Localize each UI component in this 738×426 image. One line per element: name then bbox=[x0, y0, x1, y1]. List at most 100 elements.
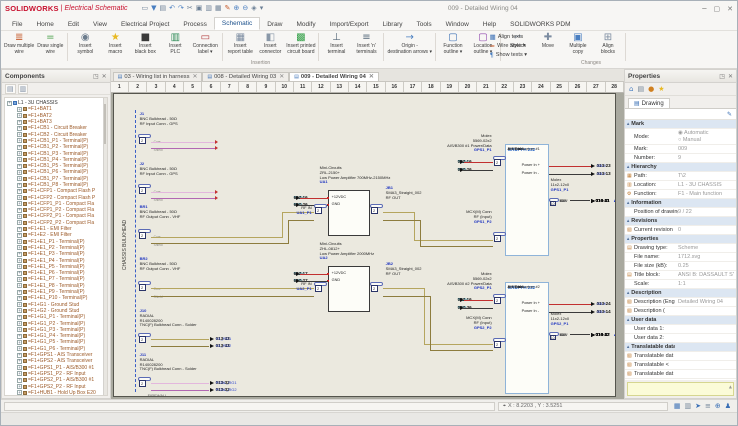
rf-shield-wire[interactable] bbox=[287, 220, 314, 221]
tree-expand-icon[interactable] bbox=[17, 302, 22, 308]
ribbon-button[interactable]: = Draw single wire bbox=[35, 32, 65, 55]
qat-icon[interactable]: ▭ bbox=[141, 4, 149, 12]
component-tree-item[interactable]: =F1+E1_P8 - Terminal(P) bbox=[17, 283, 107, 289]
tree-expand-icon[interactable] bbox=[17, 138, 22, 144]
ribbon-button[interactable]: ▢ Function outline ▾ bbox=[438, 32, 468, 55]
status-toggle-icon[interactable]: ≡ bbox=[704, 402, 711, 410]
component-tree-item[interactable]: =F1+CFP1_P1 - Compact Fla bbox=[17, 201, 107, 207]
component-tree-item[interactable]: =F1+G2 - Ground Stud bbox=[17, 308, 107, 314]
property-row[interactable]: ▦ Path: T\2 bbox=[625, 172, 736, 181]
destination-arrow-icon[interactable] bbox=[209, 344, 214, 348]
tnc-connector-j10[interactable]: 1 2 bbox=[137, 333, 151, 343]
property-row[interactable]: Information bbox=[625, 199, 736, 208]
ribbon-button[interactable]: ✚ Move bbox=[533, 32, 563, 50]
qat-icon[interactable]: ✎ bbox=[224, 4, 231, 12]
menu-tab[interactable]: Home bbox=[36, 21, 54, 28]
rf-shield-wire[interactable] bbox=[382, 296, 430, 297]
property-row[interactable]: Number: 9 bbox=[625, 154, 736, 163]
qat-icon[interactable]: ▤ bbox=[159, 4, 167, 12]
property-value[interactable]: Detailed Wiring 04 bbox=[678, 299, 723, 305]
rf-core-wire[interactable] bbox=[382, 212, 414, 213]
tree-expand-icon[interactable] bbox=[7, 100, 12, 106]
rf-shield-wire[interactable] bbox=[419, 246, 493, 247]
tree-expand-icon[interactable] bbox=[17, 245, 22, 251]
qat-icon[interactable]: ▾ bbox=[259, 4, 264, 12]
t2-rf-connector[interactable]: 1 2 bbox=[492, 338, 506, 348]
tree-expand-icon[interactable] bbox=[17, 239, 22, 245]
t1-power-connector[interactable]: 1 2 bbox=[492, 156, 506, 166]
component-tree-item[interactable]: =F1+E1_P9 - Terminal(P) bbox=[17, 289, 107, 295]
ribbon-button[interactable]: ⊞ Align blocks bbox=[593, 32, 623, 55]
ribbon-button[interactable]: ■ Insert black box bbox=[130, 32, 160, 55]
menu-tab[interactable]: Schematic bbox=[213, 17, 261, 30]
qat-icon[interactable]: ▦ bbox=[215, 4, 222, 12]
menu-tab[interactable]: File bbox=[12, 21, 23, 28]
destination-arrow-icon[interactable] bbox=[209, 381, 214, 385]
tree-expand-icon[interactable] bbox=[17, 346, 22, 352]
t1-rf-connector[interactable]: 1 2 bbox=[492, 232, 506, 242]
menu-tab[interactable]: Tools bbox=[416, 21, 432, 28]
component-tree-item[interactable]: =F1+G1 - Ground Stud bbox=[17, 302, 107, 308]
component-tree-item[interactable]: =F1+GPS2_P2 - RF Input bbox=[17, 383, 107, 390]
menu-tab[interactable]: Window bbox=[445, 21, 469, 28]
rf-core-wire[interactable] bbox=[423, 288, 425, 344]
tree-expand-icon[interactable] bbox=[17, 157, 22, 163]
tree-expand-icon[interactable] bbox=[17, 321, 22, 327]
component-tree-item[interactable]: =F1+E1_P3 - Terminal(P) bbox=[17, 251, 107, 257]
component-tree-item[interactable]: =F1+GPS2_P1 - AIS/B300 #1 bbox=[17, 377, 107, 383]
component-tree-item[interactable]: =F1+CB1_P2 - Terminal(P) bbox=[17, 144, 107, 150]
edit-pencil-icon[interactable]: ✎ bbox=[726, 110, 732, 118]
harness-wire[interactable] bbox=[150, 339, 209, 340]
menu-tab[interactable]: Electrical Project bbox=[121, 21, 170, 28]
property-row[interactable]: Mode: ◉ Automatic ○ Manual bbox=[625, 129, 736, 145]
property-row[interactable]: ▧ Translatable < bbox=[625, 379, 736, 380]
property-value[interactable]: ANSI B: DASSAULT SYS bbox=[678, 272, 734, 278]
properties-toolbar-icon[interactable]: ● bbox=[648, 85, 655, 93]
menu-tab[interactable]: View bbox=[93, 21, 108, 28]
ribbon-small-button[interactable]: ¶ Show texts ▾ bbox=[490, 51, 527, 59]
tree-expand-icon[interactable] bbox=[17, 188, 22, 194]
property-value[interactable]: F1 - Main function bbox=[678, 191, 723, 197]
component-tree-item[interactable]: =F1+GPS2 - AIS Transceiver bbox=[17, 358, 107, 364]
rf-core-wire[interactable] bbox=[413, 240, 493, 241]
qat-icon[interactable]: ▼ bbox=[151, 4, 157, 12]
property-row[interactable]: File size (kB): 0.25 bbox=[625, 262, 736, 271]
tree-expand-icon[interactable] bbox=[17, 201, 22, 207]
tree-expand-icon[interactable] bbox=[17, 390, 22, 395]
destination-arrow-icon[interactable] bbox=[209, 337, 214, 341]
property-row[interactable]: User data 1: bbox=[625, 325, 736, 334]
component-tree-item[interactable]: =F1+BAT3 bbox=[17, 119, 107, 125]
tree-expand-icon[interactable] bbox=[17, 258, 22, 264]
qat-icon[interactable]: ✂ bbox=[186, 4, 193, 12]
rf-shield-wire[interactable] bbox=[150, 243, 288, 244]
tree-expand-icon[interactable] bbox=[17, 195, 22, 201]
component-tree-item[interactable]: =F1+G1_P3 - Terminal(P) bbox=[17, 327, 107, 333]
component-tree-item[interactable]: =F1+E1_P5 - Terminal(P) bbox=[17, 264, 107, 270]
ribbon-button[interactable]: ▣ Multiple copy bbox=[563, 32, 593, 55]
property-row[interactable]: ▧ Translatable dat bbox=[625, 370, 736, 379]
property-value[interactable]: 1712.svg bbox=[678, 254, 701, 260]
data-wire-row[interactable]: +12V 016-12 AIS2_8 bbox=[559, 332, 615, 337]
rf-core-wire[interactable] bbox=[413, 212, 415, 240]
panel-pin-icon[interactable]: ◳ bbox=[92, 72, 99, 80]
status-toggle-icon[interactable]: ⊕ bbox=[714, 402, 721, 410]
ribbon-button[interactable] bbox=[499, 32, 501, 61]
amp2-input-connector[interactable]: 1 2 bbox=[313, 282, 327, 292]
ribbon-button[interactable]: ▢ Location outline ▾ bbox=[468, 32, 498, 55]
tree-expand-icon[interactable] bbox=[17, 207, 22, 213]
tree-expand-icon[interactable] bbox=[17, 371, 22, 377]
qat-icon[interactable]: ↶ bbox=[169, 4, 176, 12]
amp2-output-connector[interactable]: 1 2 bbox=[369, 282, 383, 292]
property-row[interactable]: ▧ Description (Eng Detailed Wiring 04 bbox=[625, 298, 736, 307]
component-tree-item[interactable]: L1 - 3U CHASSIS bbox=[7, 100, 107, 106]
property-row[interactable]: Mark bbox=[625, 120, 736, 129]
origin-arrow-icon[interactable] bbox=[295, 203, 300, 207]
component-tree-item[interactable]: =F1+G1_P2 - Terminal(P) bbox=[17, 320, 107, 327]
component-tree-item[interactable]: =F1+CB1_P6 - Terminal(P) bbox=[17, 169, 107, 175]
amplifier-ua2-symbol[interactable] bbox=[327, 266, 370, 312]
close-button[interactable]: ✕ bbox=[727, 4, 733, 13]
tree-expand-icon[interactable] bbox=[17, 251, 22, 257]
component-tree-item[interactable]: =F1+CB1_P3 - Terminal(P) bbox=[17, 150, 107, 157]
origin-arrow-icon[interactable] bbox=[295, 272, 300, 276]
